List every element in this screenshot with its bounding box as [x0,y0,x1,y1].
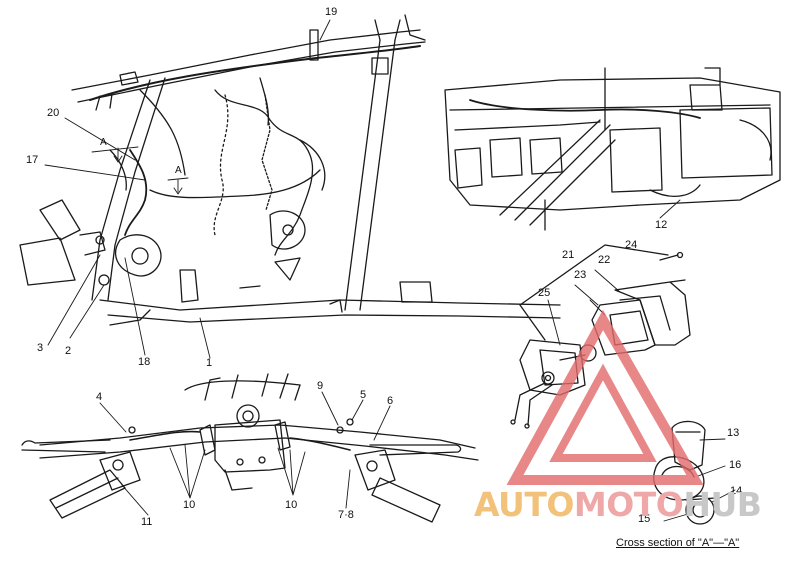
handlebar-assembly [21,373,479,523]
callout-16: 16 [729,459,742,471]
callout-3: 3 [37,342,44,354]
cross-section-a-a [653,420,716,525]
watermark-part-3: HUB [683,485,762,524]
callout-19: 19 [325,6,338,18]
battery-box-assembly [444,67,781,231]
callout-22: 22 [598,254,611,266]
watermark-part-2: MOTO [573,485,684,524]
watermark-part-1: AUTO [474,485,574,524]
cross-section-caption: Cross section of "A"—"A" [616,537,740,549]
callout-12: 12 [655,219,668,231]
callout-25: 25 [538,287,551,299]
watermark-text: AUTOMOTOHUB [474,485,762,524]
callout-4: 4 [96,391,103,403]
callout-13: 13 [727,427,740,439]
callout-9: 9 [317,380,324,392]
leader-lines [44,19,736,522]
section-marker-a-lower: A [175,165,182,176]
callout-5: 5 [360,389,367,401]
callout-10-right: 10 [285,499,298,511]
callout-17: 17 [26,154,39,166]
callout-20: 20 [47,107,60,119]
callout-23: 23 [574,269,587,281]
callout-21: 21 [562,249,575,261]
watermark-logo [506,309,704,485]
callout-10-left: 10 [183,499,196,511]
callout-7-8: 7·8 [338,509,354,521]
callout-24: 24 [625,239,638,251]
taillight-assembly [510,244,691,429]
section-marker-a-upper: A [100,137,107,148]
frame-assembly [19,14,561,326]
callout-15: 15 [638,513,651,525]
callout-14: 14 [730,485,743,497]
callout-2: 2 [65,345,72,357]
callout-6: 6 [387,395,394,407]
callout-11: 11 [141,516,153,528]
callout-18: 18 [138,356,151,368]
callout-1: 1 [206,357,213,369]
